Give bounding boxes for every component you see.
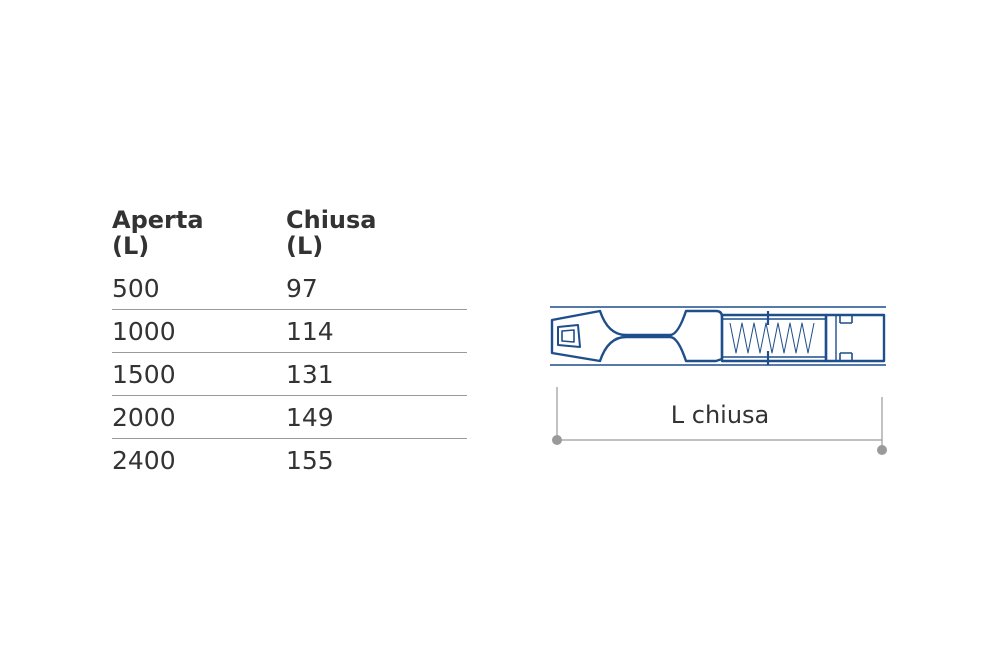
header-aperta-title: Aperta <box>112 206 204 234</box>
table-row: 1500 131 <box>112 353 467 396</box>
header-chiusa: Chiusa (L) <box>286 207 377 259</box>
table-header: Aperta (L) Chiusa (L) <box>112 207 467 267</box>
header-chiusa-title: Chiusa <box>286 206 377 234</box>
profile-section <box>550 306 886 366</box>
cell-chiusa: 97 <box>286 274 318 303</box>
table-row: 500 97 <box>112 267 467 310</box>
table-row: 2400 155 <box>112 439 467 482</box>
header-aperta: Aperta (L) <box>112 207 204 259</box>
dimension-label: L chiusa <box>670 401 770 429</box>
cell-chiusa: 155 <box>286 446 334 475</box>
table-row: 2000 149 <box>112 396 467 439</box>
cell-aperta: 1500 <box>112 360 176 389</box>
cell-aperta: 1000 <box>112 317 176 346</box>
header-aperta-unit: (L) <box>112 232 150 260</box>
spec-table: Aperta (L) Chiusa (L) 500 97 1000 114 15… <box>112 207 467 482</box>
header-chiusa-unit: (L) <box>286 232 324 260</box>
cell-chiusa: 149 <box>286 403 334 432</box>
cell-chiusa: 131 <box>286 360 334 389</box>
profile-drawing <box>550 306 887 455</box>
profile-diagram: L chiusa <box>540 295 900 465</box>
cell-aperta: 500 <box>112 274 160 303</box>
cell-chiusa: 114 <box>286 317 334 346</box>
dimension-line <box>552 387 887 455</box>
cell-aperta: 2400 <box>112 446 176 475</box>
table-row: 1000 114 <box>112 310 467 353</box>
cell-aperta: 2000 <box>112 403 176 432</box>
